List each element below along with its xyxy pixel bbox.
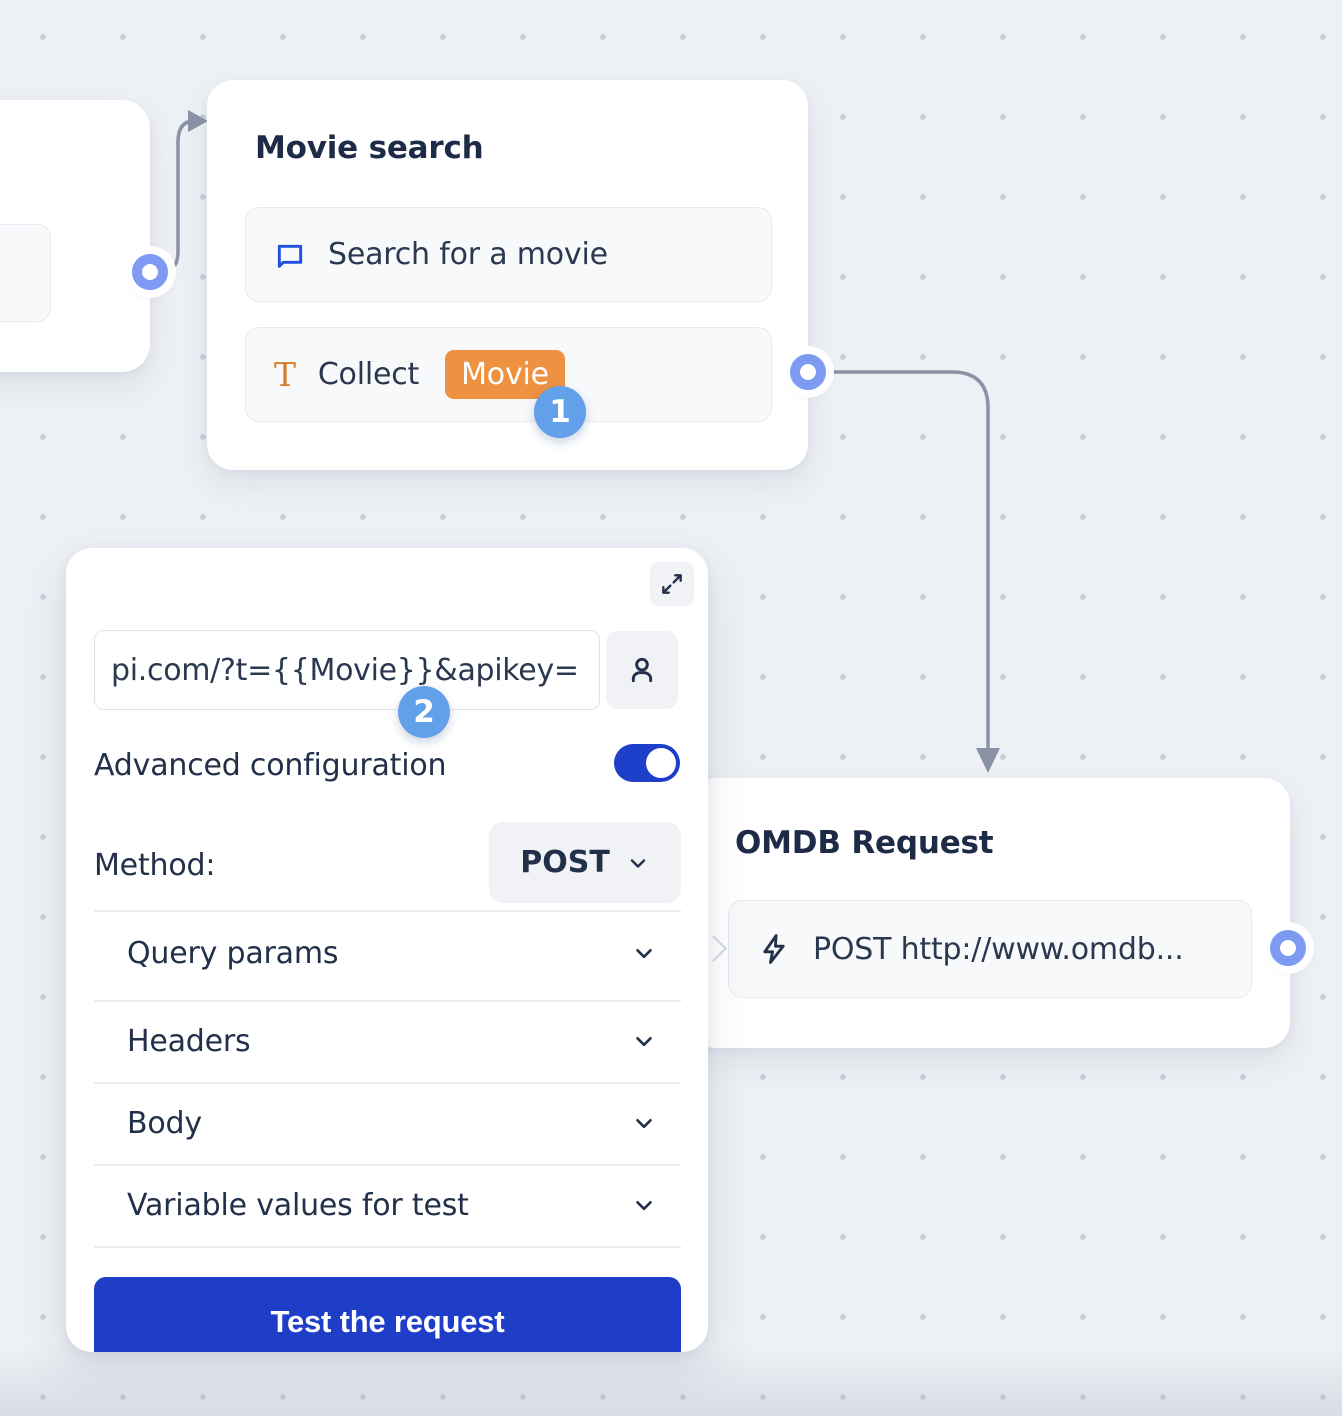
divider [94,1164,681,1166]
omdb-request-node[interactable]: OMDB Request POST http://www.omdb... [690,778,1290,1048]
node-item-label: Search for a movie [328,237,608,272]
chevron-down-icon [631,1110,681,1136]
section-body[interactable]: Body [94,1082,681,1164]
node-item-label: Collect [317,357,420,392]
method-label: Method: [94,848,216,883]
wire-arrowhead-right-icon [188,110,208,132]
section-label: Variable values for test [127,1187,469,1223]
step-badge-2: 2 [398,686,450,738]
section-query-params[interactable]: Query params [94,912,681,994]
test-request-button[interactable]: Test the request [94,1277,681,1352]
method-select[interactable]: POST [489,822,681,903]
node-item-label: POST http://www.omdb... [813,931,1184,967]
lightning-icon [757,932,791,966]
expand-button[interactable] [650,562,694,606]
divider [94,1082,681,1084]
divider [94,1000,681,1002]
divider [94,910,681,912]
text-input-icon: T [274,355,296,394]
webhook-config-panel[interactable]: pi.com/?t={{Movie}}&apikey= Advanced con… [66,548,708,1352]
url-input-value: pi.com/?t={{Movie}}&apikey= [111,652,579,688]
node-item-question[interactable]: Search for a movie [245,207,772,302]
chat-bubble-icon [274,239,306,271]
advanced-config-toggle[interactable] [614,744,680,782]
node-item-webhook[interactable]: POST http://www.omdb... [728,900,1252,998]
wire-arrowhead-down-icon [976,748,1000,773]
section-variable-values[interactable]: Variable values for test [94,1164,681,1246]
section-headers[interactable]: Headers [94,1000,681,1082]
movie-search-node[interactable]: Movie search Search for a movie T Collec… [207,80,808,470]
section-label: Headers [127,1023,251,1059]
url-input[interactable]: pi.com/?t={{Movie}}&apikey= [94,630,600,710]
node-title: OMDB Request [735,825,994,861]
node-title: Movie search [255,130,484,166]
omdb-output-port[interactable] [1270,930,1306,966]
wire-movie-to-omdb [810,370,990,752]
wire-into-movie-search [152,119,195,274]
method-value: POST [520,845,610,880]
output-port[interactable] [132,254,168,290]
section-label: Body [127,1105,202,1141]
partial-node-card[interactable] [0,100,150,372]
chevron-down-icon [631,1028,681,1054]
variable-chip[interactable]: Movie [445,350,565,399]
advanced-config-label: Advanced configuration [94,748,447,783]
step-badge-1: 1 [534,386,586,438]
section-label: Query params [127,935,339,971]
insert-variable-button[interactable] [606,631,678,709]
bottom-fade [0,1346,1342,1416]
movie-search-output-port[interactable] [790,354,826,390]
divider [94,1246,681,1248]
person-icon [626,654,658,686]
toggle-knob [646,748,676,778]
chevron-down-icon [626,851,650,875]
partial-node-item[interactable] [0,224,51,322]
chevron-down-icon [631,1192,681,1218]
chevron-down-icon [631,940,681,966]
expand-icon [659,571,685,597]
node-item-collect[interactable]: T Collect Movie [245,327,772,422]
